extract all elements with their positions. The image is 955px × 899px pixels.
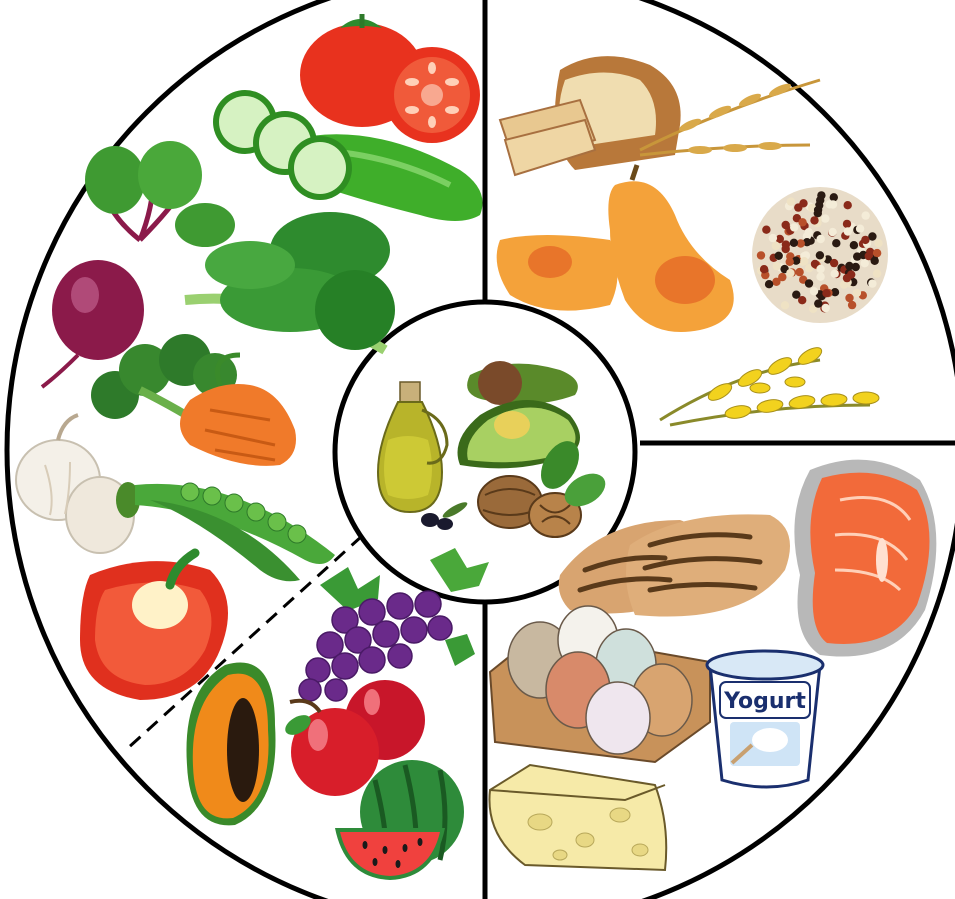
quinoa-seed <box>817 235 825 243</box>
quinoa-seed <box>778 273 786 281</box>
quinoa-seed <box>786 258 794 266</box>
quinoa-seed <box>856 225 864 233</box>
quinoa-seed <box>843 220 851 228</box>
quinoa-seed <box>871 257 879 265</box>
quinoa-seed <box>772 242 780 250</box>
quinoa-seed <box>874 239 882 247</box>
quinoa-seed <box>850 241 858 249</box>
quinoa-seed <box>862 211 870 219</box>
quinoa-seed <box>821 214 829 222</box>
quinoa-seed <box>798 218 806 226</box>
quinoa-seed <box>790 223 798 231</box>
section-healthy-fats <box>378 361 611 537</box>
quinoa-seed <box>805 228 813 236</box>
quinoa-seed <box>868 279 876 287</box>
quinoa-seed <box>861 236 869 244</box>
quinoa-seed <box>790 239 798 247</box>
quinoa-seed <box>786 269 794 277</box>
quinoa-seed <box>830 193 838 201</box>
quinoa-seed <box>805 279 813 287</box>
quinoa-seed <box>787 197 795 205</box>
quinoa-seed <box>828 228 836 236</box>
quinoa-seed <box>810 216 818 224</box>
quinoa-seed <box>817 191 825 199</box>
quinoa-seed <box>832 239 840 247</box>
quinoa-seed <box>782 221 790 229</box>
quinoa-seed <box>799 199 807 207</box>
quinoa-seed <box>798 296 806 304</box>
quinoa-seed <box>762 226 770 234</box>
quinoa-seed <box>822 289 830 297</box>
quinoa-seed <box>816 265 824 273</box>
quinoa-seed <box>816 273 824 281</box>
quinoa-seed <box>826 200 834 208</box>
quinoa-seed <box>853 289 861 297</box>
yogurt-icon: Yogurt <box>707 651 823 787</box>
quinoa-seed <box>814 206 822 214</box>
quinoa-seed <box>873 269 881 277</box>
quinoa-seed <box>845 262 853 270</box>
quinoa-seed <box>844 201 852 209</box>
quinoa-seed <box>795 268 803 276</box>
quinoa-seed <box>861 259 869 267</box>
quinoa-seed <box>765 280 773 288</box>
quinoa-seed <box>810 287 818 295</box>
quinoa-seed <box>844 227 852 235</box>
quinoa-icon <box>752 187 888 323</box>
quinoa-seed <box>769 234 777 242</box>
quinoa-seed <box>781 301 789 309</box>
quinoa-seed <box>873 249 881 257</box>
quinoa-seed <box>760 265 768 273</box>
quinoa-seed <box>848 301 856 309</box>
quinoa-seed <box>814 299 822 307</box>
quinoa-seed <box>757 251 765 259</box>
quinoa-seed <box>822 304 830 312</box>
yogurt-label: Yogurt <box>723 689 806 714</box>
quinoa-seed <box>843 274 851 282</box>
quinoa-seed <box>773 262 781 270</box>
quinoa-seed <box>775 252 783 260</box>
quinoa-seed <box>800 257 808 265</box>
quinoa-seed <box>831 270 839 278</box>
quinoa-seed <box>816 251 824 259</box>
quinoa-seed <box>782 245 790 253</box>
quinoa-seed <box>830 259 838 267</box>
